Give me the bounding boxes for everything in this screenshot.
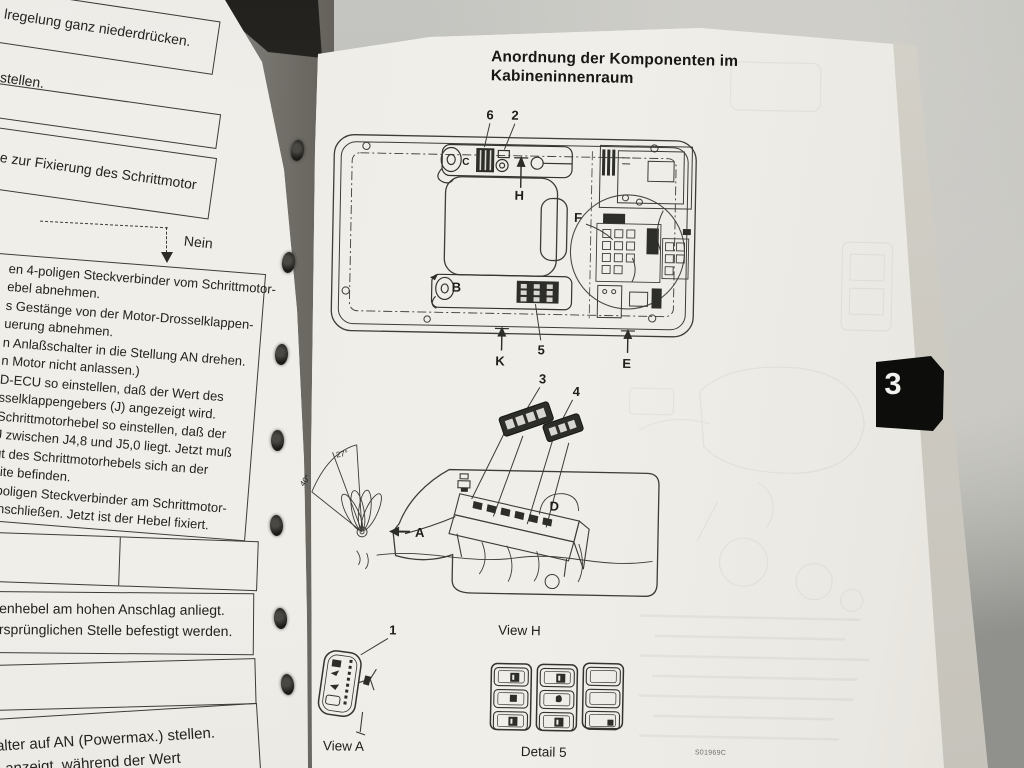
view-a-stalk [356,668,377,736]
switch-strip-3 [498,401,554,437]
ghost-showthrough [628,61,894,612]
fuse-box-dark-blocks [646,228,691,309]
e-arrow [620,328,635,353]
k-arrow [494,326,509,351]
angle-27: 27° [335,448,349,459]
anschlag-line1: enhebel am hohen Anschlag anliegt. [0,600,225,619]
side-view-cab-profile [376,468,660,597]
top-view-console-switchblock [475,148,495,173]
label-b: B [452,280,462,295]
label-h: H [514,188,524,203]
callout-4: 4 [573,384,581,399]
flow-connector-vertical [166,227,167,253]
powermax-line1: alter auf AN (Powermax.) stellen. [0,724,216,755]
battery-connector [596,210,664,319]
section-tab-number: 3 [884,366,902,401]
callout-3: 3 [539,371,547,386]
figure-code: S01969C [694,749,727,757]
flow-connector-horizontal [40,220,168,229]
right-page-content: Anordnung der Komponenten im Kabineninne… [293,0,988,768]
ghost-text-lines [638,614,870,741]
detail-5-switch-groups [489,662,625,732]
callout-6: 6 [486,107,494,122]
label-d: D [549,498,559,513]
flow-box-empty-3 [0,658,257,712]
side-view-console [404,473,590,583]
flow-arrow-icon [161,252,173,263]
flow-box-empty-2 [0,530,259,592]
caption-view-a: View A [322,738,365,754]
top-view-seat [443,176,568,277]
label-c: C [462,157,469,168]
callout-1-leader [360,637,389,656]
anschlag-box: enhebel am hohen Anschlag anliegt. rsprü… [0,590,255,656]
view-a-panel [317,650,362,718]
label-f: F [574,210,582,225]
caption-view-h: View H [498,622,541,639]
flow-label-nein: Nein [183,232,214,252]
angle-40: 40° [298,473,312,488]
procedure-box: en 4-poligen Steckverbinder vom Schrittm… [0,250,277,542]
a-arrow [389,526,411,537]
h-arrow [514,155,529,188]
switch-strip-4 [542,413,584,443]
anschlag-line2: rsprünglichen Stelle befestigt werden. [0,621,233,640]
lever-fan [311,444,382,570]
top-view-corner-screws [341,141,659,323]
callout-leader-lines [483,123,516,150]
callout-6-leader: 2 [511,108,519,123]
callout-5: 5 [537,342,545,357]
label-e: E [622,356,631,371]
top-view-left-console [437,143,573,184]
top-view-bottom-console [429,273,573,311]
side-view-switch-row [460,487,553,527]
electrical-panel-bars [601,149,626,224]
page-title: Anordnung der Komponenten im Kabineninne… [491,47,739,90]
flow-box-pedal-text: lregelung ganz niederdrücken. [3,5,192,50]
flow-box-pedal: lregelung ganz niederdrücken. [0,0,221,75]
top-view-switch-grid [516,280,559,304]
detail-5-icon-highlights [510,674,561,725]
fuse-box [595,222,690,284]
view-a-panel-icons [329,659,353,705]
figures-svg: C 6 2 H [298,61,894,741]
callout-1: 1 [389,622,397,637]
flow-box-divider [118,537,121,586]
electrical-panel-top [598,144,693,210]
label-a: A [415,525,425,540]
powermax-box: alter auf AN (Powermax.) stellen. hl anz… [0,702,263,768]
callout-5-leader [534,304,542,341]
binding-ring [271,430,284,451]
detail-circle [569,194,686,310]
caption-detail-5: Detail 5 [520,743,567,760]
flow-box-fixierung-text: e zur Fixierung des Schrittmotor [0,148,198,193]
label-k: K [495,353,505,368]
